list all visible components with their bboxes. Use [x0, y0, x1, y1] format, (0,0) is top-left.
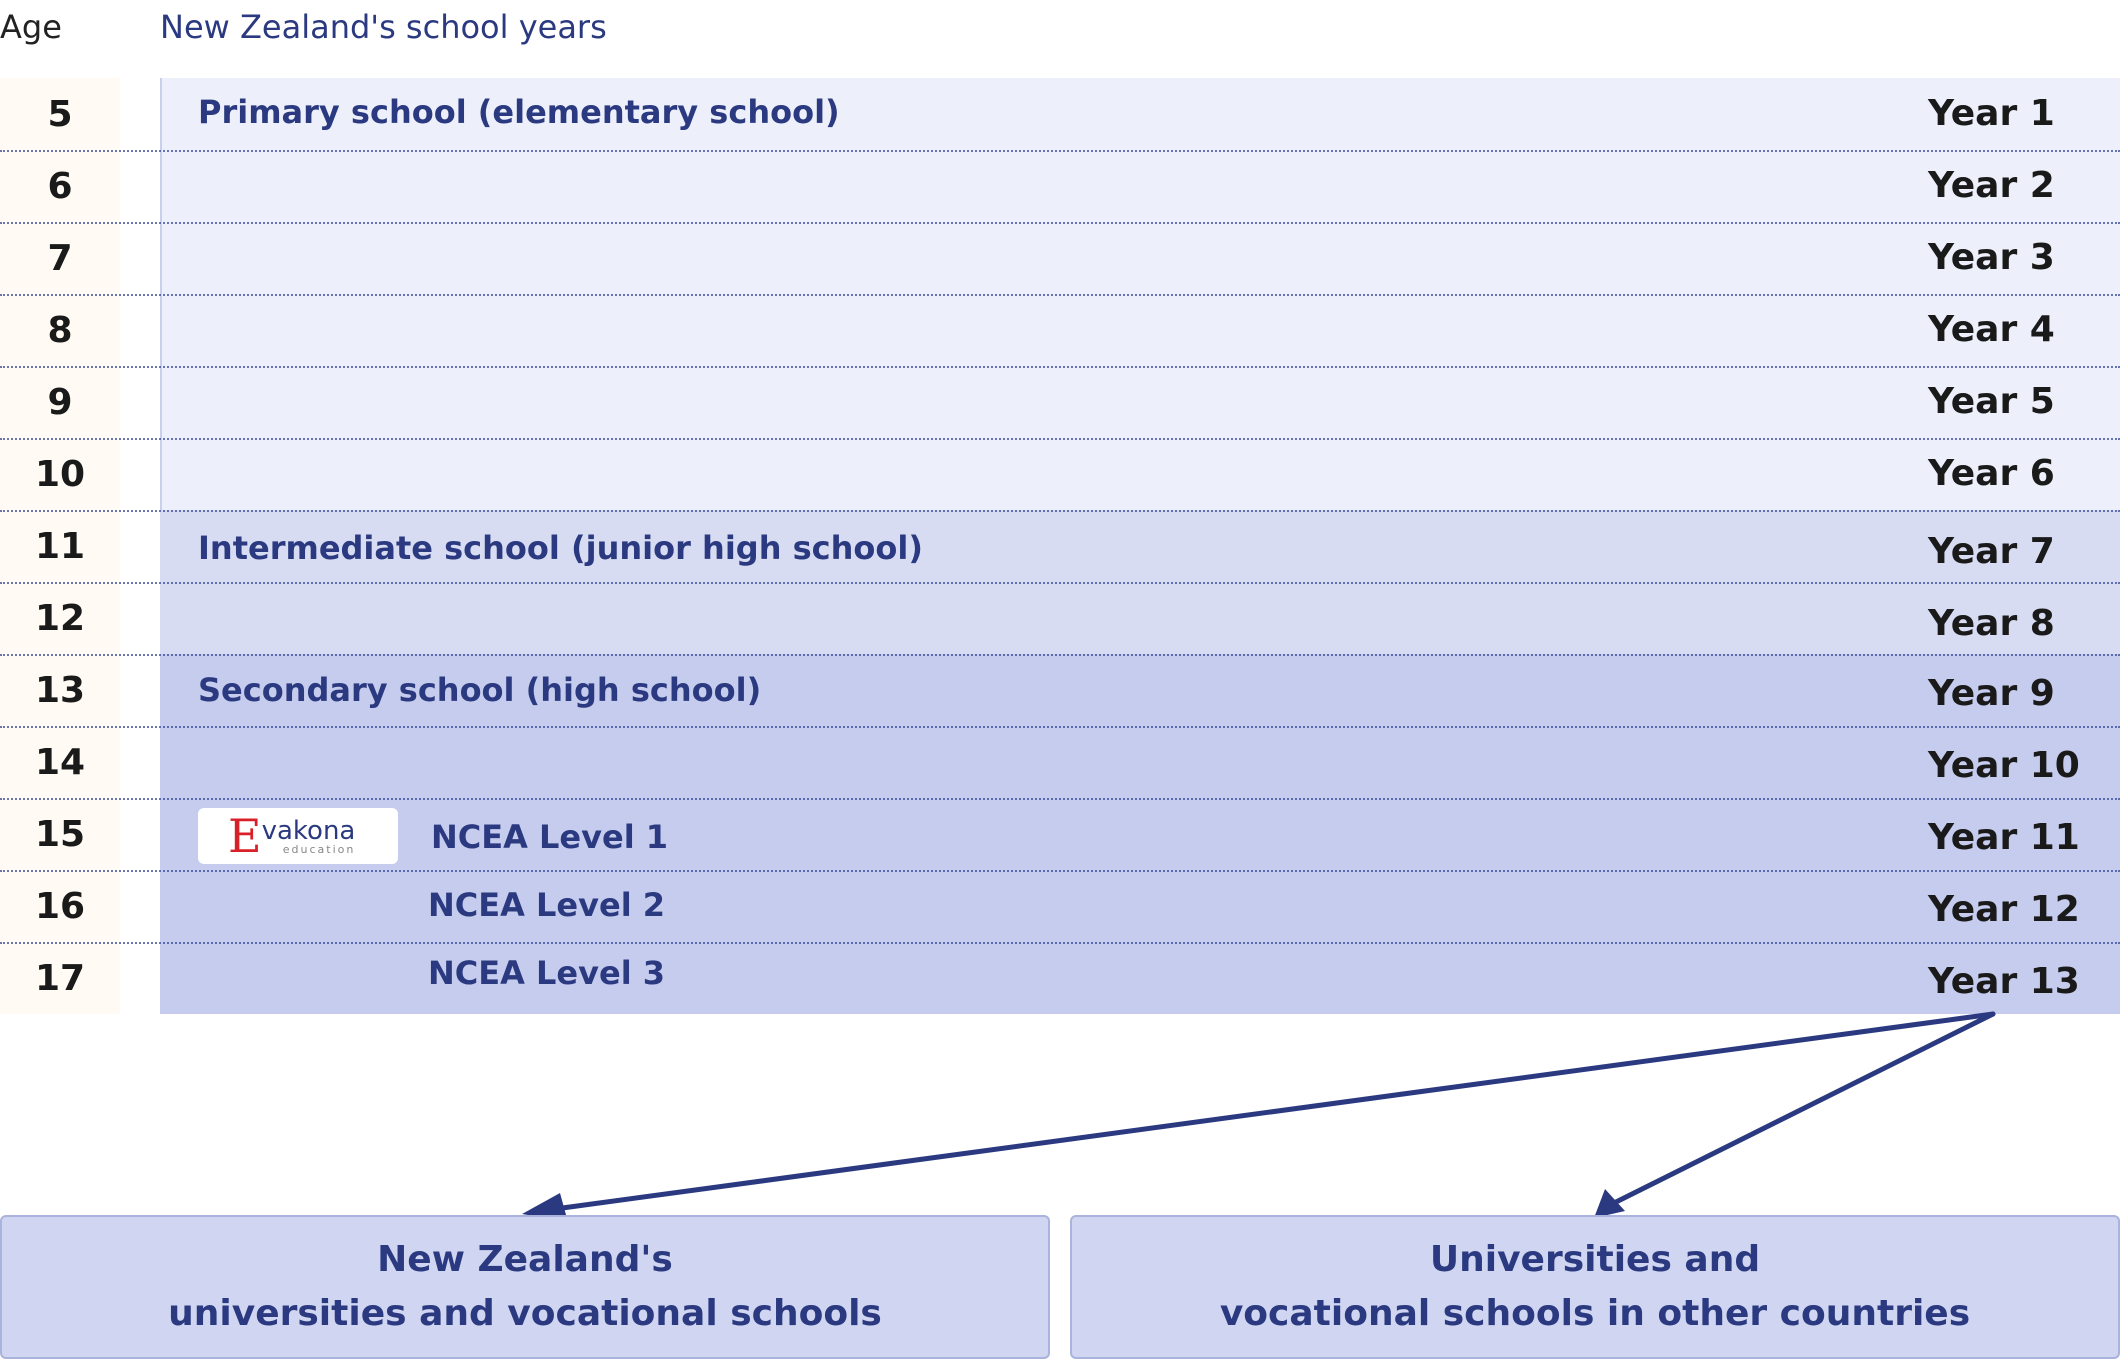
primary-school-label: Primary school (elementary school)	[198, 93, 840, 131]
secondary-school-band	[160, 654, 2120, 1014]
age-cell: 10	[34, 453, 86, 495]
year-label: Year 4	[1928, 309, 2055, 350]
age-cell: 6	[47, 165, 73, 207]
row-divider	[0, 438, 2120, 440]
row-divider	[0, 150, 2120, 152]
year-label: Year 8	[1928, 603, 2055, 644]
arrowhead-nz	[522, 1193, 568, 1222]
age-cell: 12	[34, 597, 86, 639]
row-divider	[0, 582, 2120, 584]
age-cell: 13	[34, 669, 86, 711]
logo-mark: E	[228, 809, 262, 863]
age-cell: 8	[47, 309, 73, 351]
year-label: Year 11	[1928, 817, 2080, 858]
row-divider	[0, 222, 2120, 224]
age-cell: 16	[34, 885, 86, 927]
row-divider	[0, 942, 2120, 944]
year-label: Year 2	[1928, 165, 2055, 206]
ncea-level-label: NCEA Level 3	[428, 954, 666, 992]
row-divider	[0, 294, 2120, 296]
logo-subtitle: education	[282, 842, 356, 856]
destination-nz-line2: universities and vocational schools	[168, 1293, 882, 1334]
row-divider	[0, 510, 2120, 512]
arrow-to-nz-universities	[552, 1011, 1996, 1212]
year-label: Year 13	[1928, 961, 2080, 1002]
year-label: Year 7	[1928, 531, 2055, 572]
row-divider	[0, 366, 2120, 368]
evakona-logo: E vakona education	[198, 808, 398, 864]
age-cell: 17	[34, 957, 86, 999]
year-label: Year 10	[1928, 745, 2080, 786]
secondary-school-label: Secondary school (high school)	[198, 671, 762, 709]
logo-wordmark: vakona	[261, 815, 356, 846]
year-label: Year 1	[1928, 93, 2055, 134]
age-cell: 5	[47, 93, 73, 135]
age-cell: 15	[34, 813, 86, 855]
age-cell: 11	[34, 525, 86, 567]
year-label: Year 12	[1928, 889, 2080, 930]
age-cell: 7	[47, 237, 73, 279]
year-label: Year 9	[1928, 673, 2055, 714]
destination-nz-line1: New Zealand's	[377, 1239, 673, 1280]
destination-other-line1: Universities and	[1429, 1239, 1761, 1280]
ncea-level-label: NCEA Level 1	[431, 818, 669, 856]
destination-other-line2: vocational schools in other countries	[1219, 1293, 1971, 1334]
age-cell: 14	[34, 741, 86, 783]
row-divider	[0, 654, 2120, 656]
ncea-level-label: NCEA Level 2	[428, 886, 666, 924]
row-divider	[0, 798, 2120, 800]
age-column-header: Age	[0, 8, 62, 46]
destination-overseas-universities: Universities and vocational schools in o…	[1070, 1215, 2120, 1359]
age-cell: 9	[47, 381, 73, 423]
age-column: 5 6 7 8 9 10 11 12 13 14 15 16 17	[0, 78, 120, 1014]
row-divider	[0, 870, 2120, 872]
year-label: Year 6	[1928, 453, 2055, 494]
year-label: Year 5	[1928, 381, 2055, 422]
row-divider	[0, 726, 2120, 728]
diagram-title: New Zealand's school years	[160, 8, 607, 46]
intermediate-school-label: Intermediate school (junior high school)	[198, 529, 923, 567]
arrowhead-overseas	[1594, 1189, 1625, 1218]
year-label: Year 3	[1928, 237, 2055, 278]
arrow-to-overseas-universities	[1609, 1011, 1996, 1207]
destination-nz-universities: New Zealand's universities and vocationa…	[0, 1215, 1050, 1359]
